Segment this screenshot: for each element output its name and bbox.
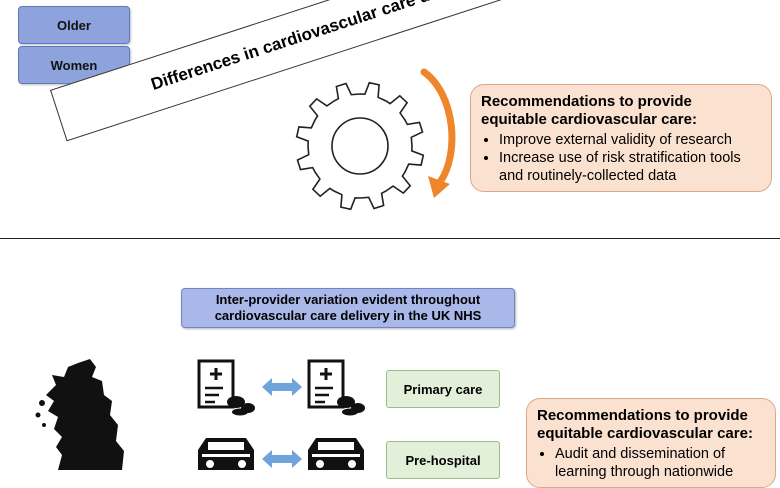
recommendation-list-bottom: Audit and dissemination of learning thro… xyxy=(537,445,765,481)
setting-pre-hospital: Pre-hospital xyxy=(386,441,500,479)
recommendation-list-top: Improve external validity of research In… xyxy=(481,131,761,185)
recommendation-item: Improve external validity of research xyxy=(499,131,761,149)
ambulance-icon xyxy=(198,438,254,470)
setting-label: Primary care xyxy=(403,381,483,397)
tag-women: Women xyxy=(18,46,130,84)
ambulance-icon xyxy=(308,438,364,470)
recommendation-box-bottom: Recommendations to provide equitable car… xyxy=(526,398,776,488)
patient-record-icon xyxy=(197,359,255,416)
double-arrow-icon xyxy=(262,378,302,396)
curved-arrow-icon xyxy=(420,68,456,198)
recommendation-box-top: Recommendations to provide equitable car… xyxy=(470,84,772,192)
double-arrow-icon xyxy=(262,450,302,468)
gear-icon xyxy=(295,81,425,211)
section-divider xyxy=(0,238,780,239)
recommendation-title-bottom: Recommendations to provide equitable car… xyxy=(537,407,753,442)
tag-older-label: Older xyxy=(57,17,91,33)
recommendation-item: Increase use of risk stratification tool… xyxy=(499,149,761,185)
setting-primary-care: Primary care xyxy=(386,370,500,408)
setting-label: Pre-hospital xyxy=(405,452,481,468)
tag-women-label: Women xyxy=(50,57,98,73)
patient-record-icon xyxy=(307,359,365,416)
recommendation-title-top: Recommendations to provide equitable car… xyxy=(481,93,697,128)
tag-older: Older xyxy=(18,6,130,44)
variation-header-line1: Inter-provider variation evident through… xyxy=(215,292,481,307)
variation-header-box: Inter-provider variation evident through… xyxy=(181,288,515,328)
uk-map-icon xyxy=(35,359,124,470)
recommendation-item: Audit and dissemination of learning thro… xyxy=(555,445,765,481)
variation-header-line2: cardiovascular care delivery in the UK N… xyxy=(214,308,482,323)
